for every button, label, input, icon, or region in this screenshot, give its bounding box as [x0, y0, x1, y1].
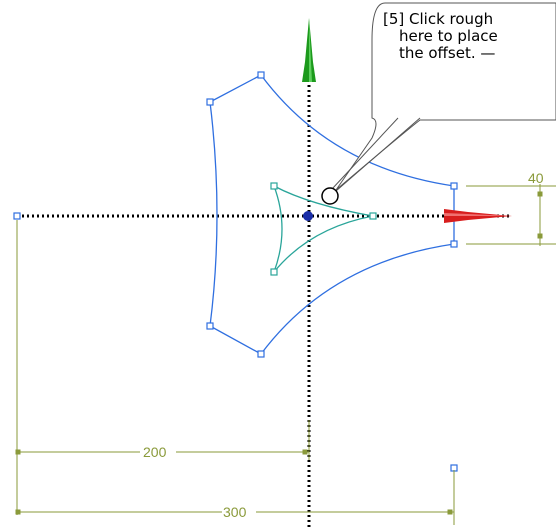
axis-end-point[interactable] — [13, 212, 21, 220]
callout-instruction: [5] Click rough here to place the offset… — [383, 11, 556, 62]
callout-line-1: Click rough — [409, 10, 494, 28]
click-target-marker[interactable] — [321, 187, 339, 205]
callout-line-3: the offset. — — [399, 44, 496, 62]
profile-vertex[interactable] — [450, 240, 458, 248]
inner-offset-profile[interactable] — [272, 184, 374, 273]
callout-line-2: here to place — [399, 27, 498, 45]
dimension-40[interactable] — [466, 184, 556, 246]
profile-vertex[interactable] — [450, 182, 458, 190]
profile-vertex[interactable] — [257, 350, 265, 358]
outer-profile[interactable] — [209, 74, 455, 355]
callout-step-number: [5] — [383, 10, 405, 28]
offset-vertex[interactable] — [270, 268, 278, 276]
dimension-200-label[interactable]: 200 — [143, 444, 167, 460]
profile-vertex[interactable] — [206, 98, 214, 106]
origin-point[interactable] — [303, 211, 313, 221]
dimension-300[interactable] — [15, 470, 455, 525]
dimension-200[interactable] — [15, 220, 310, 515]
profile-vertex[interactable] — [257, 71, 265, 79]
profile-vertex[interactable] — [206, 322, 214, 330]
dimension-300-label[interactable]: 300 — [223, 504, 247, 520]
offset-vertex[interactable] — [270, 182, 278, 190]
offset-vertex[interactable] — [369, 212, 377, 220]
dimension-40-label[interactable]: 40 — [528, 170, 544, 186]
